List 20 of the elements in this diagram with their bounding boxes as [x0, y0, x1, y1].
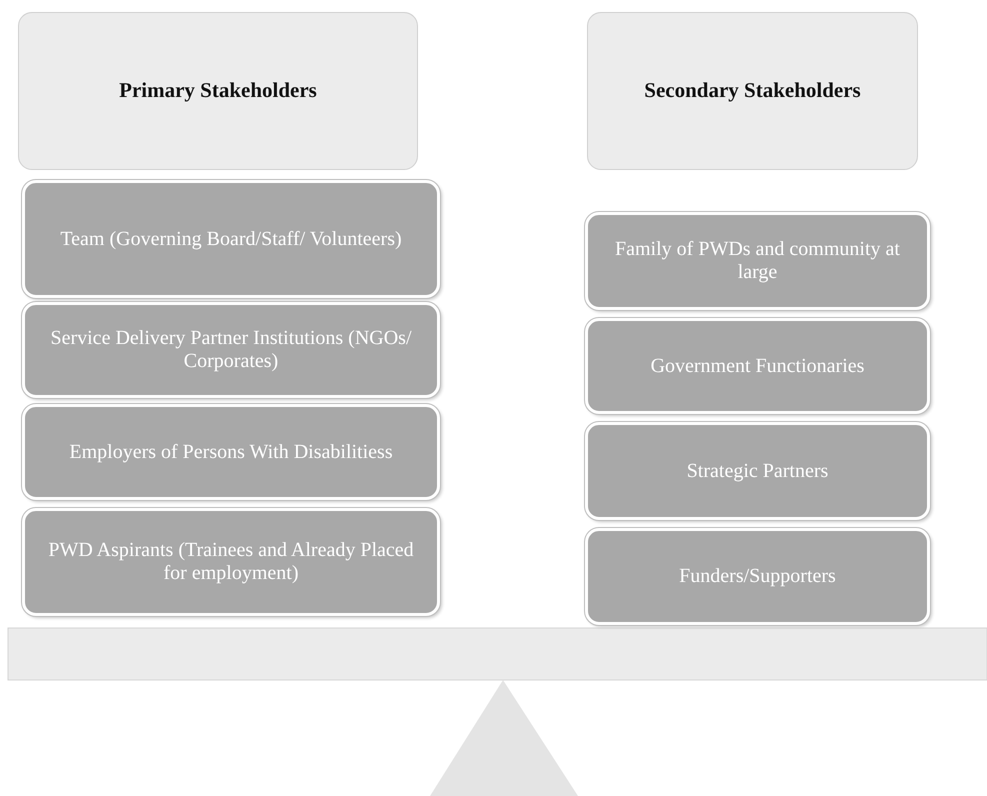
stakeholder-text: Team (Governing Board/Staff/ Volunteers): [60, 228, 402, 250]
stakeholder-box: [585, 318, 930, 414]
heading-text: Primary Stakeholders: [119, 79, 317, 103]
stakeholder-text: Strategic Partners: [686, 460, 828, 482]
stakeholder-text: Government Functionaries: [650, 354, 864, 378]
stakeholder-text: Funders/Supporters: [679, 565, 836, 588]
stakeholder-box: [22, 404, 440, 500]
stakeholder-box: [22, 302, 440, 398]
heading-box: [587, 12, 918, 170]
stakeholder-box: [585, 528, 930, 625]
stakeholder-text: PWD Aspirants (Trainees and Already Placed for employment): [47, 539, 415, 585]
stakeholder-text: Employers of Persons With Disabilitiess: [69, 440, 393, 464]
stakeholder-box: [585, 422, 930, 520]
heading-box: [18, 12, 418, 170]
heading-text: Secondary Stakeholders: [644, 79, 861, 103]
stakeholder-text: Service Delivery Partner Institutions (NGOs/ Corporates): [49, 327, 413, 373]
stakeholder-box: [585, 212, 930, 310]
stakeholder-box: [22, 180, 440, 298]
stakeholder-text: Family of PWDs and community at large: [614, 238, 901, 284]
stakeholder-box: [22, 508, 440, 616]
